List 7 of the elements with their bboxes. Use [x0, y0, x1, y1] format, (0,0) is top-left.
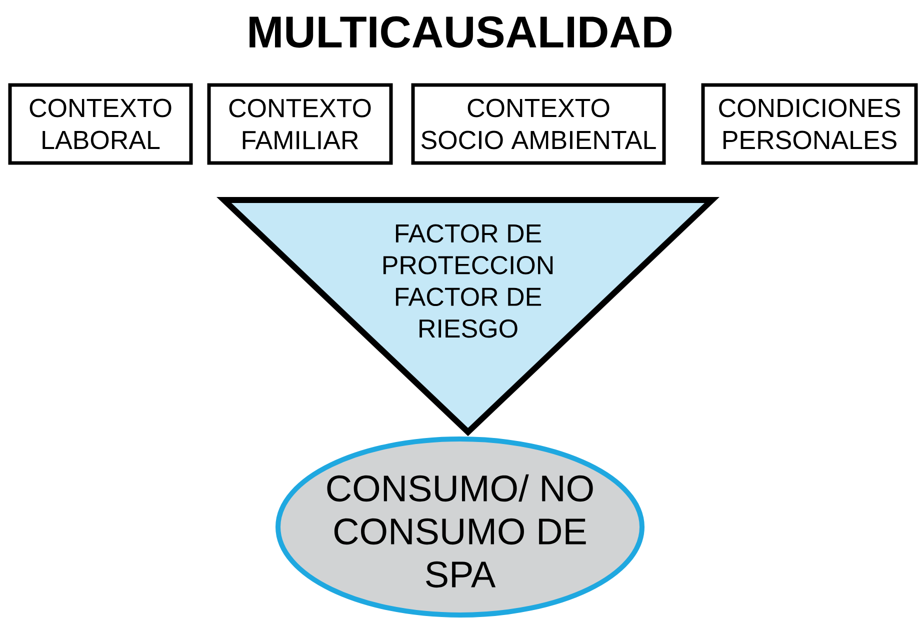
triangle-text: FACTOR DE RIESGO — [396, 288, 542, 338]
text-box: CONTEXTO FAMILIAR — [207, 83, 393, 165]
text-box: CONDICIONES PERSONALES — [701, 83, 918, 165]
text-box: CONTEXTO LABORAL — [8, 83, 193, 165]
title: MULTICAUSALIDAD — [250, 16, 672, 48]
triangle-text: FACTOR DE PROTECCION — [383, 224, 553, 274]
text-box: CONTEXTO SOCIO AMBIENTAL — [411, 83, 666, 165]
